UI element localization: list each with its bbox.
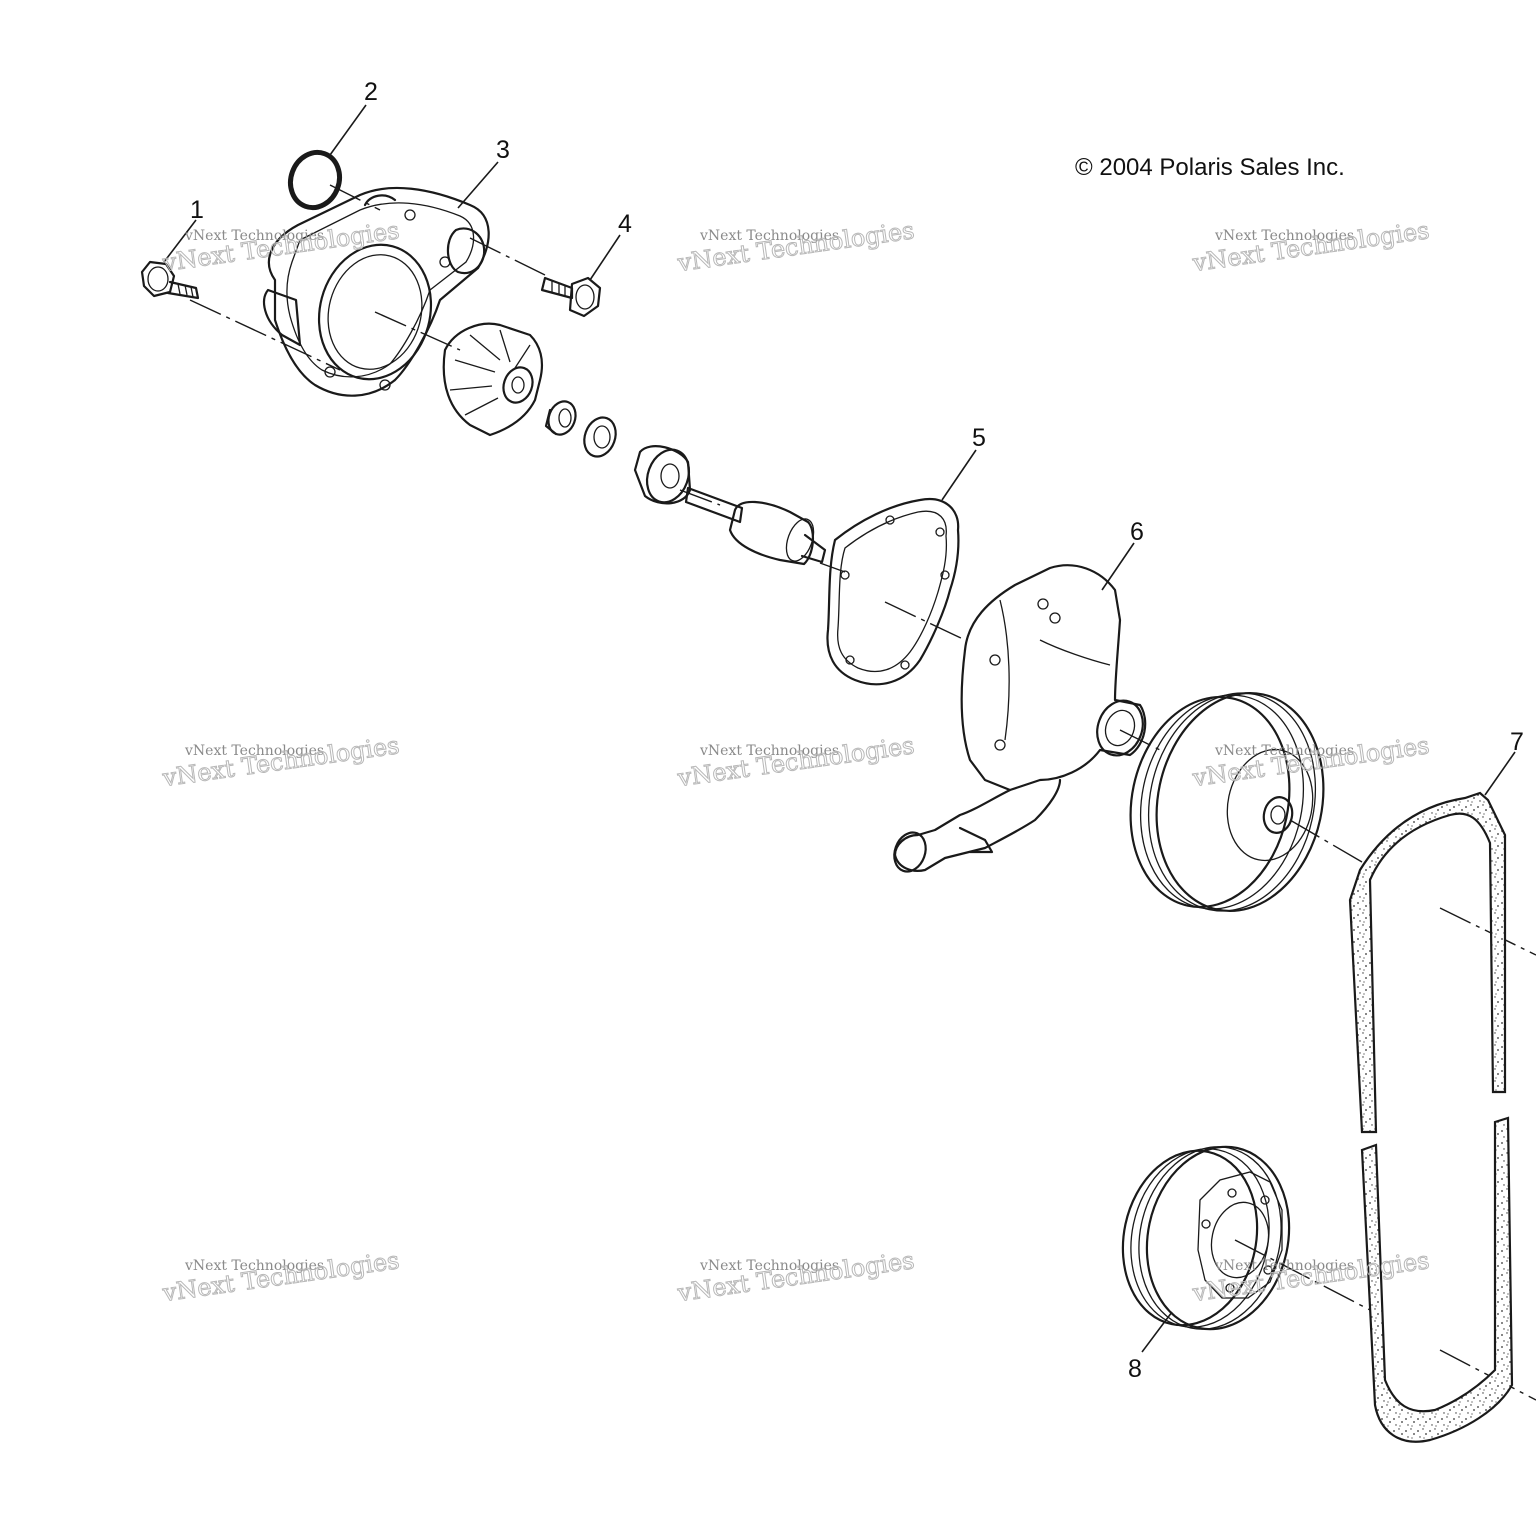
pump-housing-part-6 <box>893 564 1147 873</box>
copyright-text: © 2004 Polaris Sales Inc. <box>1075 154 1345 181</box>
watermark-mid-center: vNext Technologies vNext Technologies <box>675 731 917 793</box>
watermark-bottom-right: vNext Technologies vNext Technologies <box>1190 1246 1432 1308</box>
svg-text:vNext Technologies: vNext Technologies <box>160 216 401 277</box>
svg-text:vNext Technologies: vNext Technologies <box>699 228 839 244</box>
svg-text:vNext Technologies: vNext Technologies <box>675 1246 916 1307</box>
svg-text:vNext Technologies: vNext Technologies <box>699 1258 839 1274</box>
bolt-part-4 <box>540 276 602 318</box>
bolt-part-1 <box>140 260 200 300</box>
svg-text:vNext Technologies: vNext Technologies <box>160 1246 401 1307</box>
pump-shaft <box>684 486 827 566</box>
watermark-mid-left: vNext Technologies vNext Technologies <box>160 731 402 793</box>
impeller <box>442 322 544 437</box>
watermark-bottom-left: vNext Technologies vNext Technologies <box>160 1246 402 1308</box>
svg-text:vNext Technologies: vNext Technologies <box>699 743 839 759</box>
gasket-part-5 <box>826 497 960 686</box>
bearing-seal <box>633 445 692 505</box>
pump-cover-part-3 <box>263 186 490 397</box>
svg-text:vNext Technologies: vNext Technologies <box>1190 216 1431 277</box>
callout-8: 8 <box>1128 1355 1142 1383</box>
svg-text:vNext Technologies: vNext Technologies <box>675 216 916 277</box>
callout-2: 2 <box>364 78 378 106</box>
svg-text:vNext Technologies: vNext Technologies <box>1190 1246 1431 1307</box>
seal-washer-1 <box>544 400 577 436</box>
o-ring-part-2 <box>287 149 343 211</box>
callout-7: 7 <box>1510 728 1524 756</box>
drive-pulley <box>1129 691 1325 913</box>
callout-1: 1 <box>190 196 204 224</box>
watermark-top-right: vNext Technologies vNext Technologies <box>1190 216 1432 278</box>
callout-4: 4 <box>618 210 632 238</box>
watermark-top-center: vNext Technologies vNext Technologies <box>675 216 917 278</box>
crank-pulley-part-8 <box>1121 1145 1291 1331</box>
svg-text:vNext Technologies: vNext Technologies <box>184 743 324 759</box>
svg-text:vNext Technologies: vNext Technologies <box>184 228 324 244</box>
callout-numbers: 1 2 3 4 5 6 7 8 <box>190 78 1524 1383</box>
svg-text:vNext Technologies: vNext Technologies <box>675 731 916 792</box>
callout-5: 5 <box>972 424 986 452</box>
svg-text:vNext Technologies: vNext Technologies <box>1214 228 1354 244</box>
callout-6: 6 <box>1130 518 1144 546</box>
svg-text:vNext Technologies: vNext Technologies <box>1214 1258 1354 1274</box>
svg-text:vNext Technologies: vNext Technologies <box>184 1258 324 1274</box>
watermark-top-left: vNext Technologies vNext Technologies <box>160 216 402 278</box>
callout-3: 3 <box>496 136 510 164</box>
drive-belt-part-7 <box>1348 791 1514 1443</box>
svg-text:vNext Technologies: vNext Technologies <box>160 731 401 792</box>
seal-washer-2 <box>583 416 617 458</box>
watermark-group: vNext Technologies vNext Technologies vN… <box>160 216 1432 1308</box>
watermark-bottom-center: vNext Technologies vNext Technologies <box>675 1246 917 1308</box>
svg-text:vNext Technologies: vNext Technologies <box>1214 743 1354 759</box>
assembly-centerlines <box>189 184 1536 1401</box>
callout-leaders <box>163 104 1516 1353</box>
